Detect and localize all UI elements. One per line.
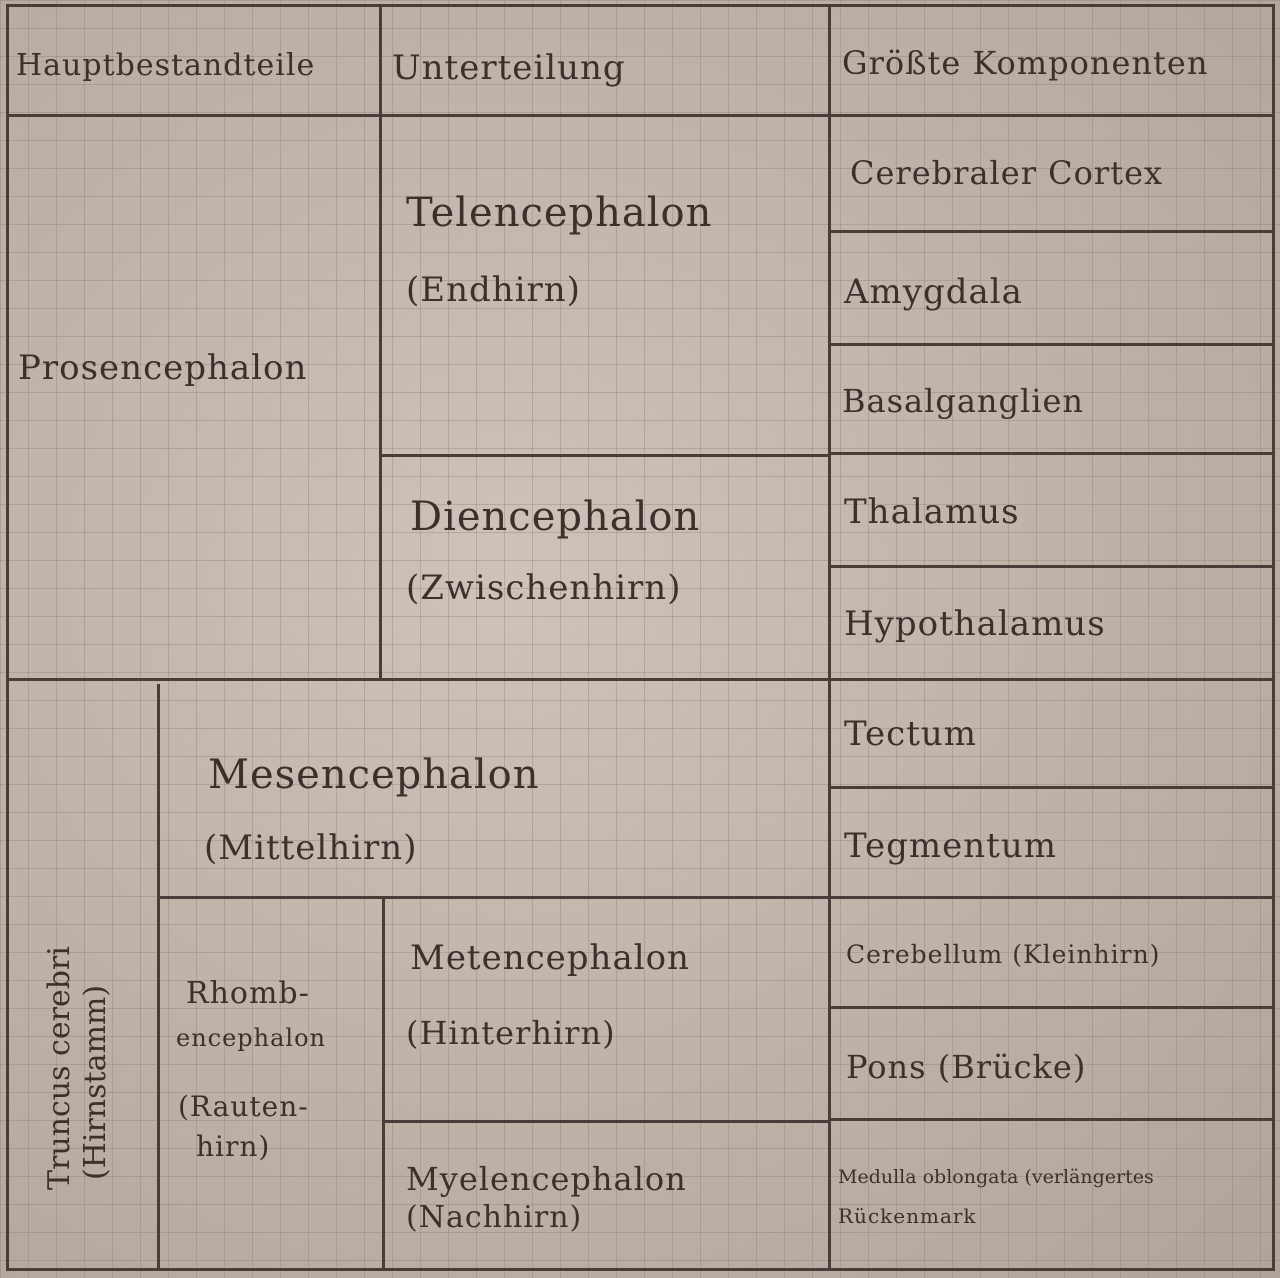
cerebellum-label: Cerebellum (Kleinhirn) <box>846 940 1161 969</box>
border-bottom <box>6 1268 1274 1271</box>
tel-dien-separator <box>379 454 831 457</box>
c3-sep-7 <box>828 896 1274 899</box>
rhomb-line3: (Rauten- <box>178 1090 309 1123</box>
metencephalon-de-label: (Hinterhirn) <box>406 1014 616 1052</box>
header-groesste-komponenten: Größte Komponenten <box>842 44 1209 82</box>
border-left <box>6 4 9 1271</box>
border-top <box>6 4 1274 7</box>
thalamus-label: Thalamus <box>844 492 1020 532</box>
myelencephalon-de-label: (Nachhirn) <box>406 1200 583 1235</box>
c3-sep-9 <box>828 1118 1274 1121</box>
mesencephalon-label: Mesencephalon <box>208 752 540 798</box>
rhomb-separator <box>382 896 385 1268</box>
prosencephalon-label: Prosencephalon <box>18 348 308 388</box>
c3-sep-6 <box>828 786 1274 789</box>
medulla-line1: Medulla oblongata (verlängertes <box>838 1166 1154 1188</box>
header-hauptbestandteile: Hauptbestandteile <box>16 48 316 83</box>
header-unterteilung: Unterteilung <box>392 48 626 88</box>
truncus-line1: Truncus cerebri <box>42 946 77 1190</box>
section-separator <box>6 678 1274 681</box>
mes-rhomb-separator <box>157 896 831 899</box>
telencephalon-label: Telencephalon <box>406 190 713 236</box>
cerebral-cortex-label: Cerebraler Cortex <box>850 154 1164 192</box>
rhomb-line1: Rhomb- <box>186 976 310 1011</box>
c3-sep-2 <box>828 343 1274 346</box>
medulla-line2: Rückenmark <box>838 1204 977 1228</box>
truncus-separator <box>157 684 160 1268</box>
met-myel-separator <box>382 1120 831 1123</box>
rhomb-line4: hirn) <box>196 1130 271 1163</box>
c3-sep-8 <box>828 1006 1274 1009</box>
tegmentum-label: Tegmentum <box>844 826 1057 866</box>
telencephalon-de-label: (Endhirn) <box>406 270 581 310</box>
col-sep-1-top <box>379 4 382 678</box>
basalganglien-label: Basalganglien <box>842 382 1084 420</box>
myelencephalon-label: Myelencephalon <box>406 1160 687 1198</box>
mesencephalon-de-label: (Mittelhirn) <box>204 828 418 868</box>
c3-sep-1 <box>828 230 1274 233</box>
diencephalon-label: Diencephalon <box>410 494 701 540</box>
amygdala-label: Amygdala <box>844 272 1023 312</box>
c3-sep-4 <box>828 565 1274 568</box>
c3-sep-3 <box>828 452 1274 455</box>
border-right <box>1272 4 1275 1271</box>
tectum-label: Tectum <box>844 714 978 754</box>
rhomb-line2: encephalon <box>176 1024 327 1052</box>
hypothalamus-label: Hypothalamus <box>844 604 1106 644</box>
col-sep-2 <box>828 4 831 1271</box>
header-separator <box>6 114 1274 117</box>
truncus-cerebri-label: Truncus cerebri (Hirnstamm) <box>42 946 114 1190</box>
metencephalon-label: Metencephalon <box>410 938 690 978</box>
truncus-line2: (Hirnstamm) <box>78 984 113 1180</box>
diencephalon-de-label: (Zwischenhirn) <box>406 568 682 608</box>
pons-label: Pons (Brücke) <box>846 1048 1087 1086</box>
